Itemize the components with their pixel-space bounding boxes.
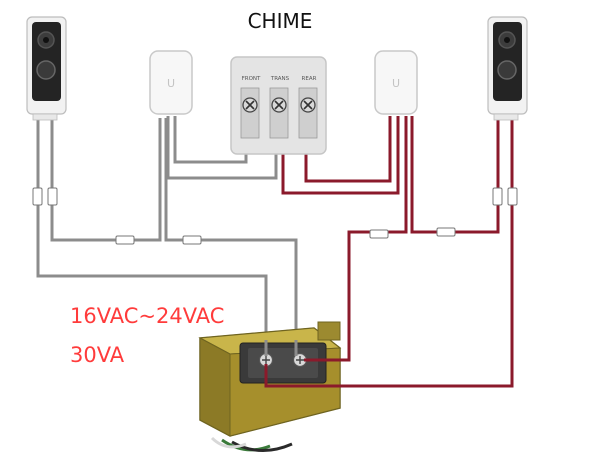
front-doorbell-wire-b (50, 118, 162, 242)
chime-terminal-label-front: FRONT (242, 76, 261, 82)
adapter-rear: U (374, 50, 418, 115)
rear-adapter-wire-doorbell (410, 116, 500, 234)
chime-terminal-plate: FRONT TRANS REAR (230, 56, 327, 155)
doorbell-rear (487, 16, 528, 121)
doorbell-camera-icon (26, 16, 67, 121)
power-kit-adapter-icon: U (149, 50, 193, 115)
adapter-logo: U (392, 77, 400, 90)
transformer-wire-ends (264, 340, 512, 388)
connector (115, 235, 135, 245)
adapter-logo: U (167, 77, 175, 90)
connector (32, 187, 43, 206)
doorbell-front (26, 16, 67, 121)
screw-terminal-icon (300, 97, 316, 113)
connector (436, 227, 456, 237)
screw-terminal-icon (242, 97, 258, 113)
wire-connectors (32, 187, 518, 245)
power-kit-adapter-icon: U (374, 50, 418, 115)
front-adapter-wire-chime-trans (166, 116, 278, 180)
adapter-front: U (149, 50, 193, 115)
transformer-power-label: 30VA (70, 343, 125, 367)
connector (47, 187, 58, 206)
chime-terminal-label-rear: REAR (302, 76, 317, 82)
connector (507, 187, 518, 206)
doorbell-camera-icon (487, 16, 528, 121)
front-adapter-wire-transformer (164, 118, 298, 350)
screw-terminal-icon (271, 97, 287, 113)
connector (492, 187, 503, 206)
connector (369, 229, 389, 239)
transformer-red-wire-end (264, 364, 512, 388)
chime-title: CHIME (248, 9, 313, 33)
connector (182, 235, 202, 245)
chime-terminal-label-trans: TRANS (270, 76, 290, 82)
transformer-voltage-label: 16VAC~24VAC (70, 304, 224, 328)
